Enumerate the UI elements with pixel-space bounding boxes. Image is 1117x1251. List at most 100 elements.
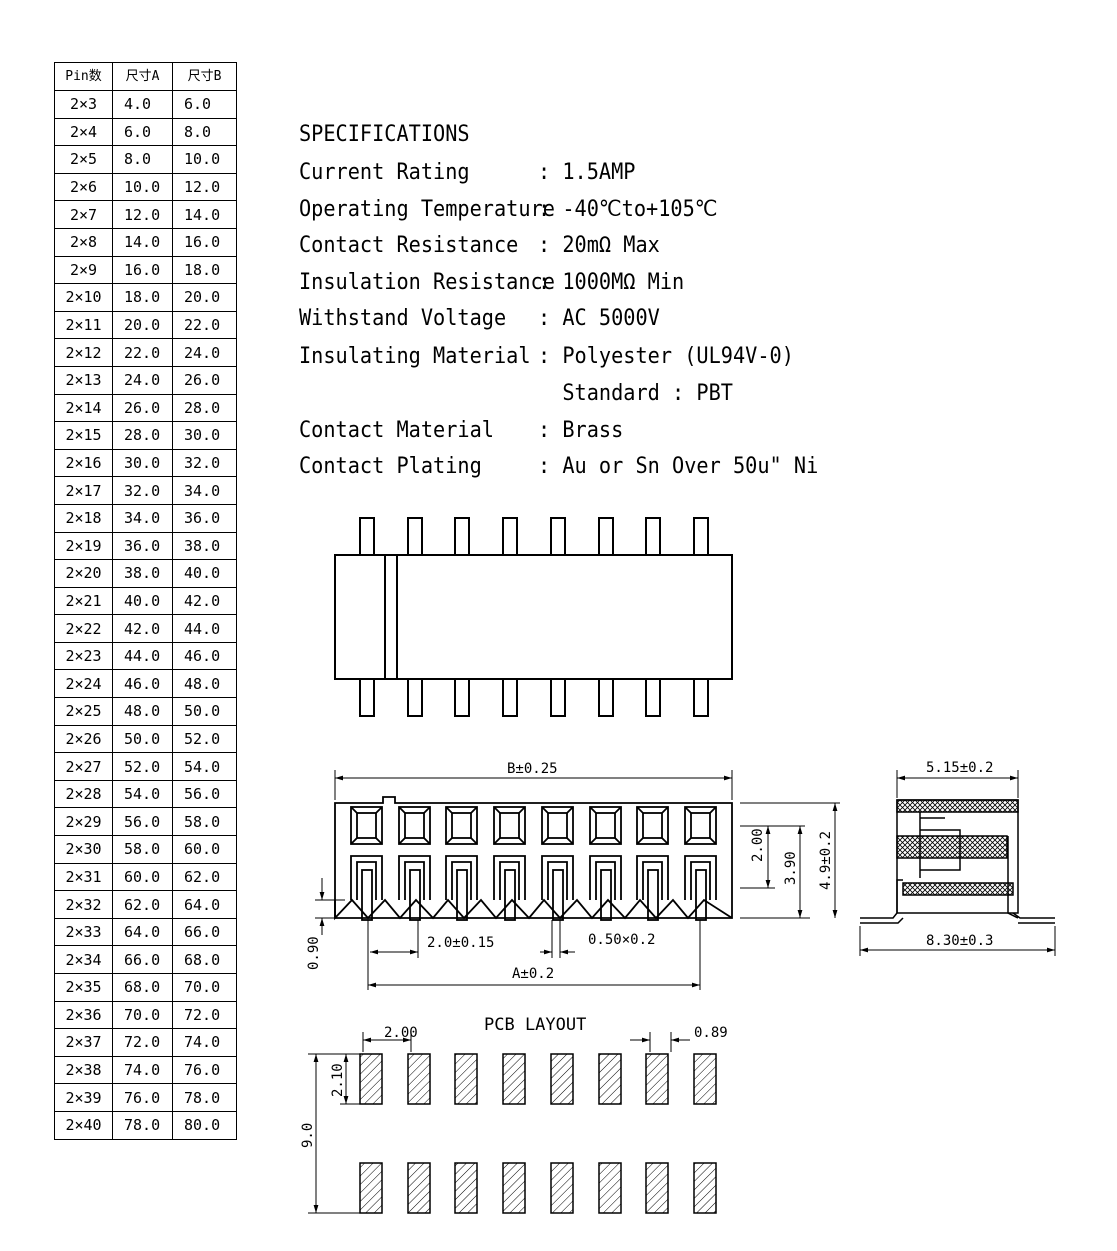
contact-slot — [684, 855, 717, 900]
pcb-pad — [693, 1053, 717, 1105]
table-cell-pin: 2×37 — [54, 1028, 113, 1057]
table-cell-a: 20.0 — [112, 310, 173, 340]
pcb-pad — [550, 1162, 574, 1214]
top-pin — [454, 517, 470, 556]
top-pin — [550, 517, 566, 556]
table-cell-a: 58.0 — [112, 835, 173, 864]
table-cell-a: 54.0 — [112, 779, 173, 809]
pcb-pad — [598, 1162, 622, 1214]
dim-200-label: 2.00 — [750, 828, 766, 862]
contact-window-inner — [451, 812, 472, 839]
spec-value: : 20mΩ Max — [538, 233, 660, 258]
contact-pin — [647, 869, 659, 921]
contact-window-inner — [690, 812, 711, 839]
pcb-pad — [359, 1162, 383, 1214]
top-pin — [407, 517, 423, 556]
top-pin — [502, 517, 518, 556]
bottom-pin — [598, 678, 614, 717]
dim-515-label: 5.15±0.2 — [926, 760, 993, 776]
table-cell-pin: 2×36 — [54, 1000, 113, 1030]
side-view — [860, 799, 1055, 924]
pcb-dim-pitch-label: 2.00 — [384, 1025, 418, 1041]
table-cell-a: 10.0 — [112, 172, 173, 202]
table-cell-a: 52.0 — [112, 752, 173, 781]
top-pin — [645, 517, 661, 556]
contact-window — [398, 806, 431, 845]
table-cell-a: 48.0 — [112, 697, 173, 726]
contact-window — [350, 806, 383, 845]
pcb-pad — [454, 1053, 478, 1105]
contact-window — [493, 806, 526, 845]
spec-value: : 1000MΩ Min — [538, 270, 685, 295]
pcb-dimensions — [308, 1032, 690, 1214]
contact-window-inner — [595, 812, 616, 839]
front-dimensions — [315, 770, 840, 990]
contact-slot — [636, 855, 669, 900]
bottom-pin — [407, 678, 423, 717]
contact-slot — [398, 855, 431, 900]
table-cell-a: 74.0 — [112, 1055, 173, 1085]
table-cell-b: 64.0 — [172, 890, 237, 919]
contact-window-bevel — [684, 806, 717, 845]
contact-window-bevel — [589, 806, 622, 845]
spec-value: : Brass — [538, 418, 624, 443]
contact-pin — [695, 869, 707, 921]
table-cell-b: 8.0 — [172, 117, 237, 147]
contact-window-inner — [499, 812, 520, 839]
table-cell-b: 74.0 — [172, 1028, 237, 1057]
table-cell-b: 72.0 — [172, 1000, 237, 1030]
contact-window-bevel — [493, 806, 526, 845]
pcb-pad — [359, 1053, 383, 1105]
spec-value: Standard : PBT — [538, 381, 733, 406]
dim-pin-label: 0.50×0.2 — [588, 932, 655, 948]
table-cell-a: 76.0 — [112, 1083, 173, 1112]
table-cell-b: 80.0 — [172, 1110, 237, 1140]
contact-window — [636, 806, 669, 845]
pcb-pad — [693, 1162, 717, 1214]
table-cell-pin: 2×27 — [54, 752, 113, 781]
contact-window-inner — [356, 812, 377, 839]
spec-label: Current Rating — [299, 160, 470, 185]
table-cell-a: 12.0 — [112, 200, 173, 229]
contact-slot — [350, 855, 383, 900]
table-cell-a: 64.0 — [112, 917, 173, 947]
specs-title: SPECIFICATIONS — [299, 122, 470, 147]
table-cell-b: 28.0 — [172, 393, 237, 423]
table-cell-b: 22.0 — [172, 310, 237, 340]
pcb-pad — [407, 1162, 431, 1214]
table-cell-pin: 2×26 — [54, 724, 113, 754]
spec-value: : -40℃to+105℃ — [538, 197, 718, 222]
pcb-pad — [454, 1162, 478, 1214]
table-cell-a: 70.0 — [112, 1000, 173, 1030]
top-pin — [693, 517, 709, 556]
pcb-pad — [502, 1053, 526, 1105]
housing-teeth — [334, 898, 733, 921]
table-cell-b: 76.0 — [172, 1055, 237, 1085]
table-cell-pin: 2×34 — [54, 945, 113, 974]
spec-label: Operating Temperature — [299, 197, 555, 222]
bottom-pin — [693, 678, 709, 717]
contact-window-bevel — [636, 806, 669, 845]
contact-window-inner — [404, 812, 425, 839]
spec-label: Contact Material — [299, 418, 494, 443]
table-cell-pin: 2×22 — [54, 614, 113, 643]
contact-pin — [600, 869, 612, 921]
table-cell-b: 40.0 — [172, 559, 237, 588]
dim-b-label: B±0.25 — [507, 761, 558, 777]
